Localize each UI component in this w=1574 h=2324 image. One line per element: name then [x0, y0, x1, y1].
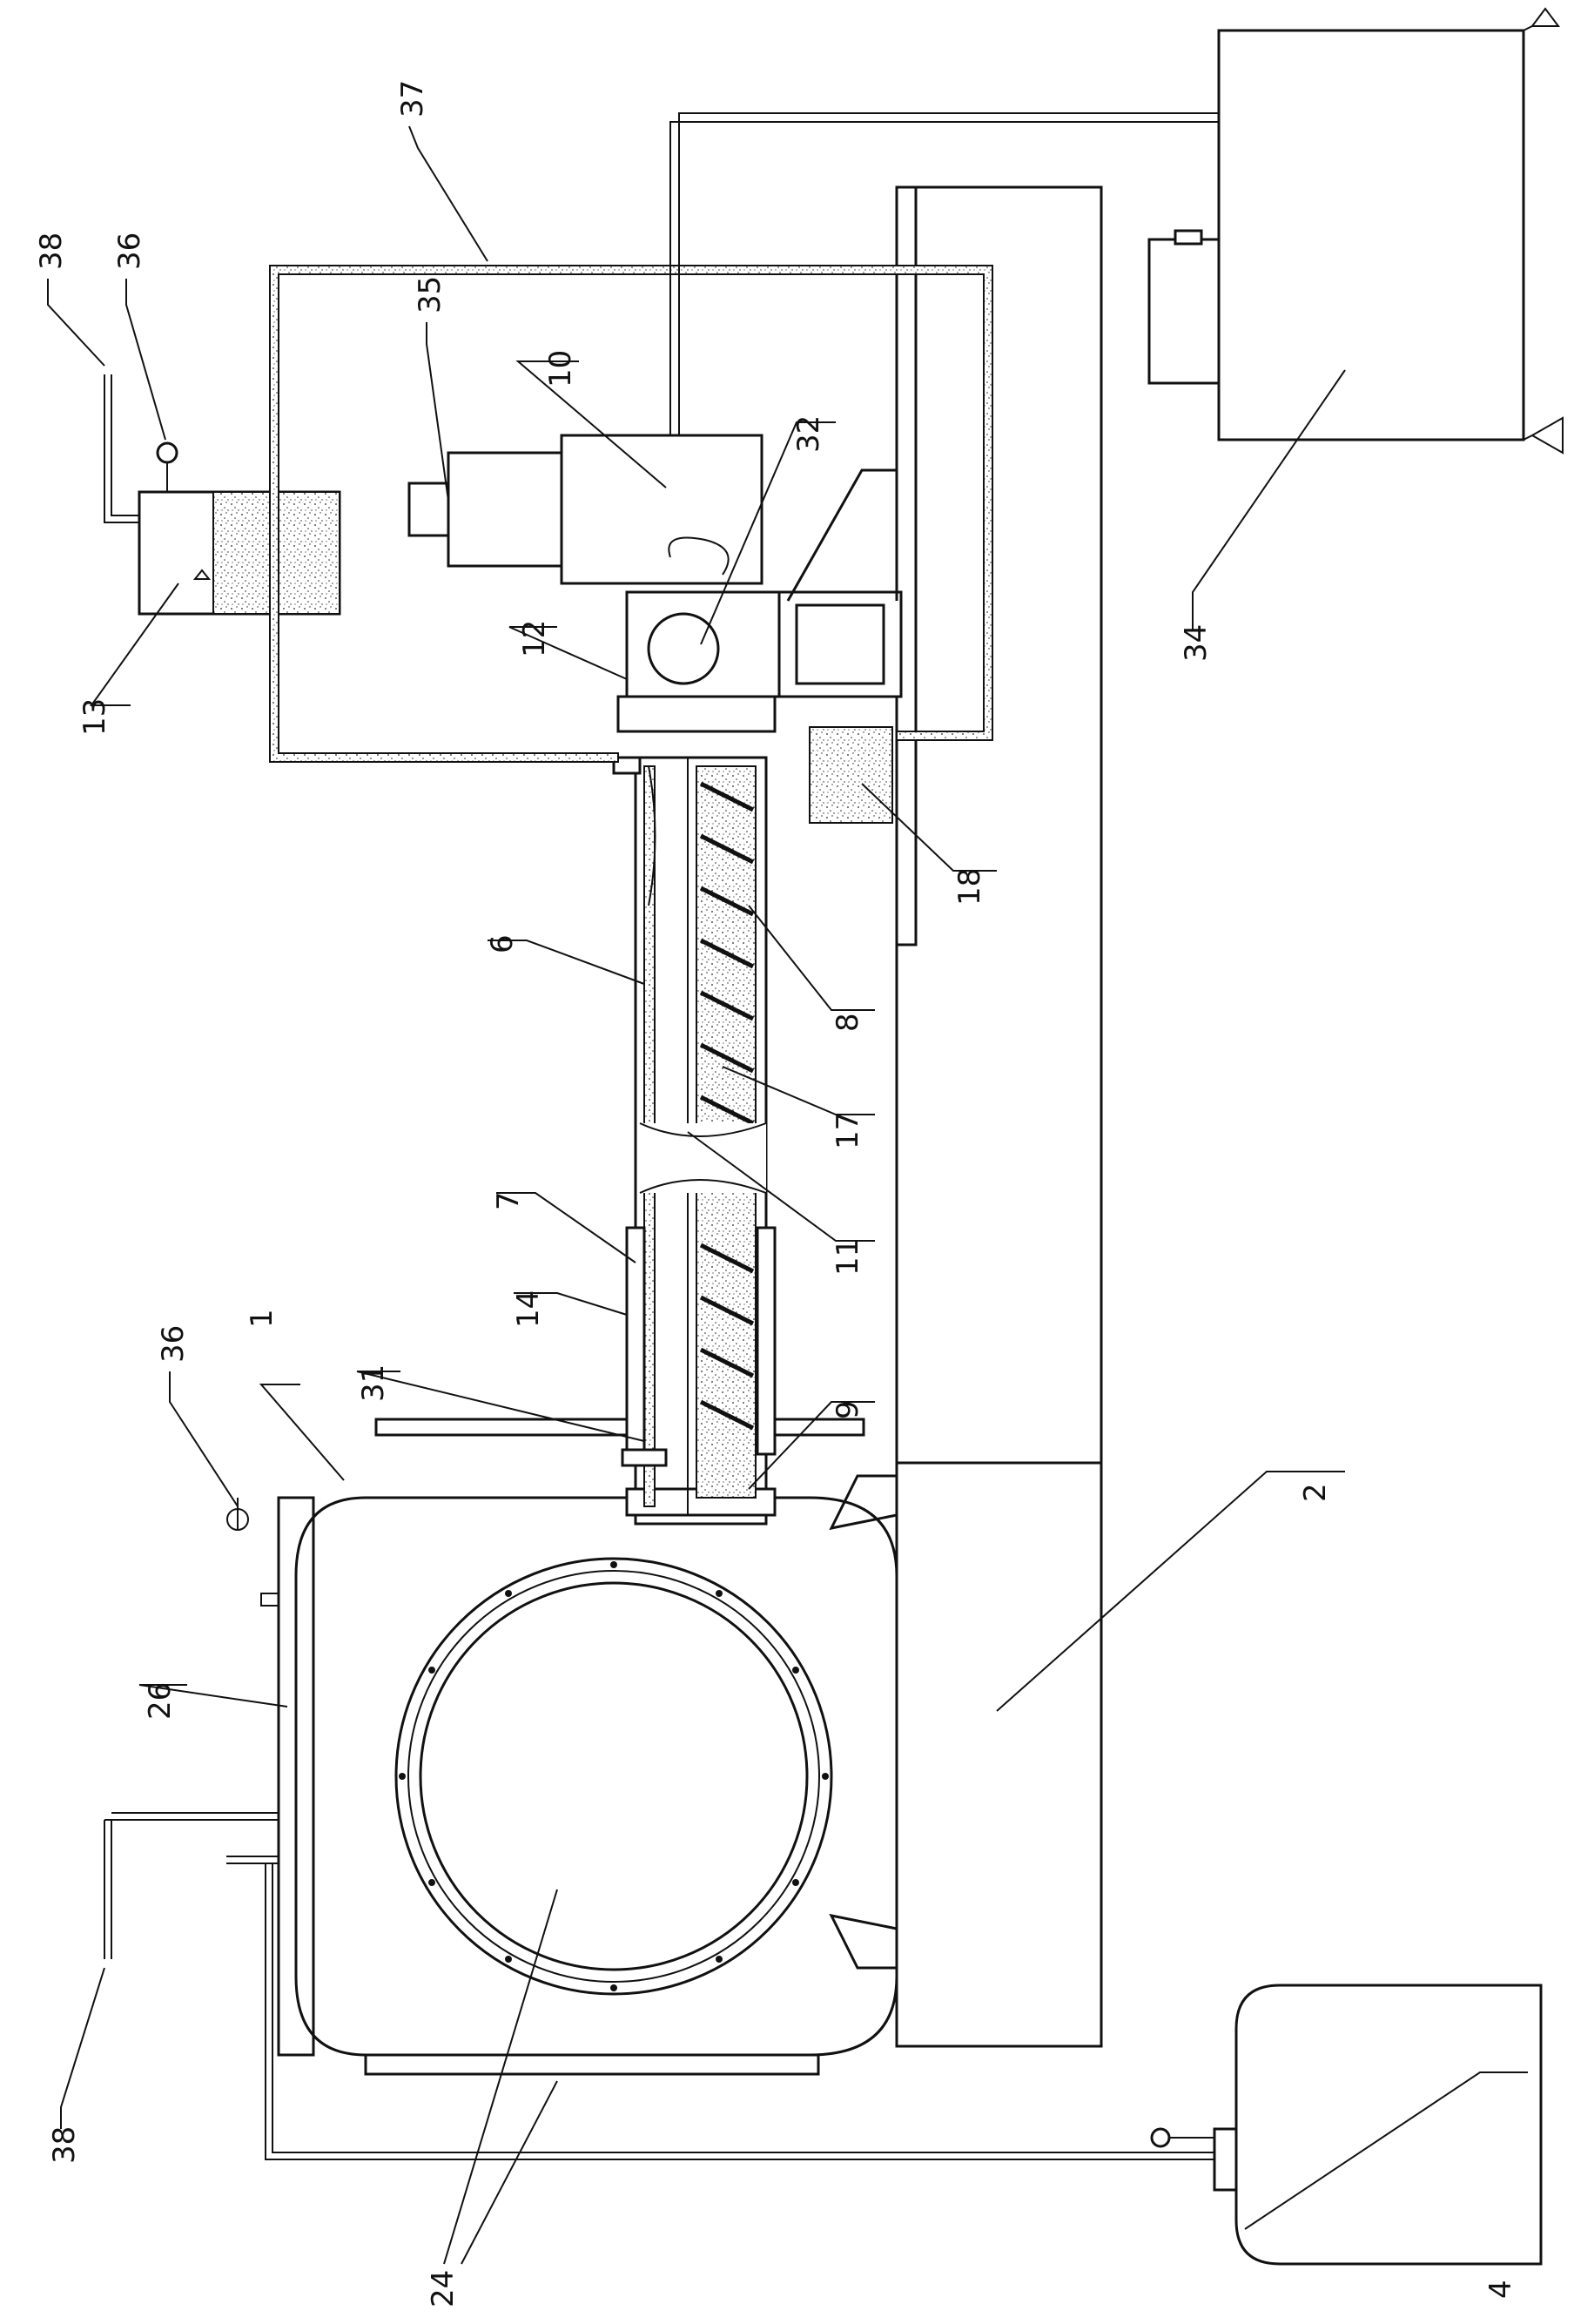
label-7: 7 [491, 1191, 526, 1210]
label-38-bottom: 38 [47, 2126, 82, 2164]
label-12: 12 [517, 620, 552, 657]
label-36-top: 36 [112, 232, 147, 270]
label-37: 37 [395, 80, 430, 118]
drive-unit [409, 435, 901, 731]
label-36-bottom: 36 [156, 1325, 191, 1363]
label-13: 13 [77, 698, 112, 736]
label-31: 31 [356, 1364, 391, 1402]
box-18 [810, 727, 892, 823]
label-4: 4 [1483, 2280, 1518, 2299]
base-rail [897, 187, 1101, 1667]
label-9: 9 [831, 1400, 865, 1419]
label-8: 8 [831, 1013, 865, 1032]
cabinet-34 [1149, 9, 1563, 453]
label-11: 11 [831, 1238, 865, 1276]
label-38-top: 38 [34, 232, 69, 270]
label-14: 14 [511, 1290, 546, 1328]
label-32: 32 [791, 415, 826, 453]
base-block [831, 1463, 1101, 2046]
flange-bolts [399, 1561, 829, 1991]
tank-13 [104, 374, 340, 614]
label-18: 18 [952, 868, 987, 906]
gas-bottle [1152, 1985, 1541, 2264]
vessel [227, 1419, 897, 2074]
label-26: 26 [143, 1682, 178, 1720]
label-34: 34 [1179, 624, 1214, 662]
label-6: 6 [485, 934, 520, 953]
label-17: 17 [831, 1112, 865, 1149]
label-24: 24 [426, 2270, 461, 2307]
label-10: 10 [543, 350, 578, 387]
label-35: 35 [413, 276, 447, 313]
screw-conveyor [614, 758, 775, 1524]
label-1: 1 [245, 1309, 279, 1328]
label-2: 2 [1298, 1483, 1333, 1502]
